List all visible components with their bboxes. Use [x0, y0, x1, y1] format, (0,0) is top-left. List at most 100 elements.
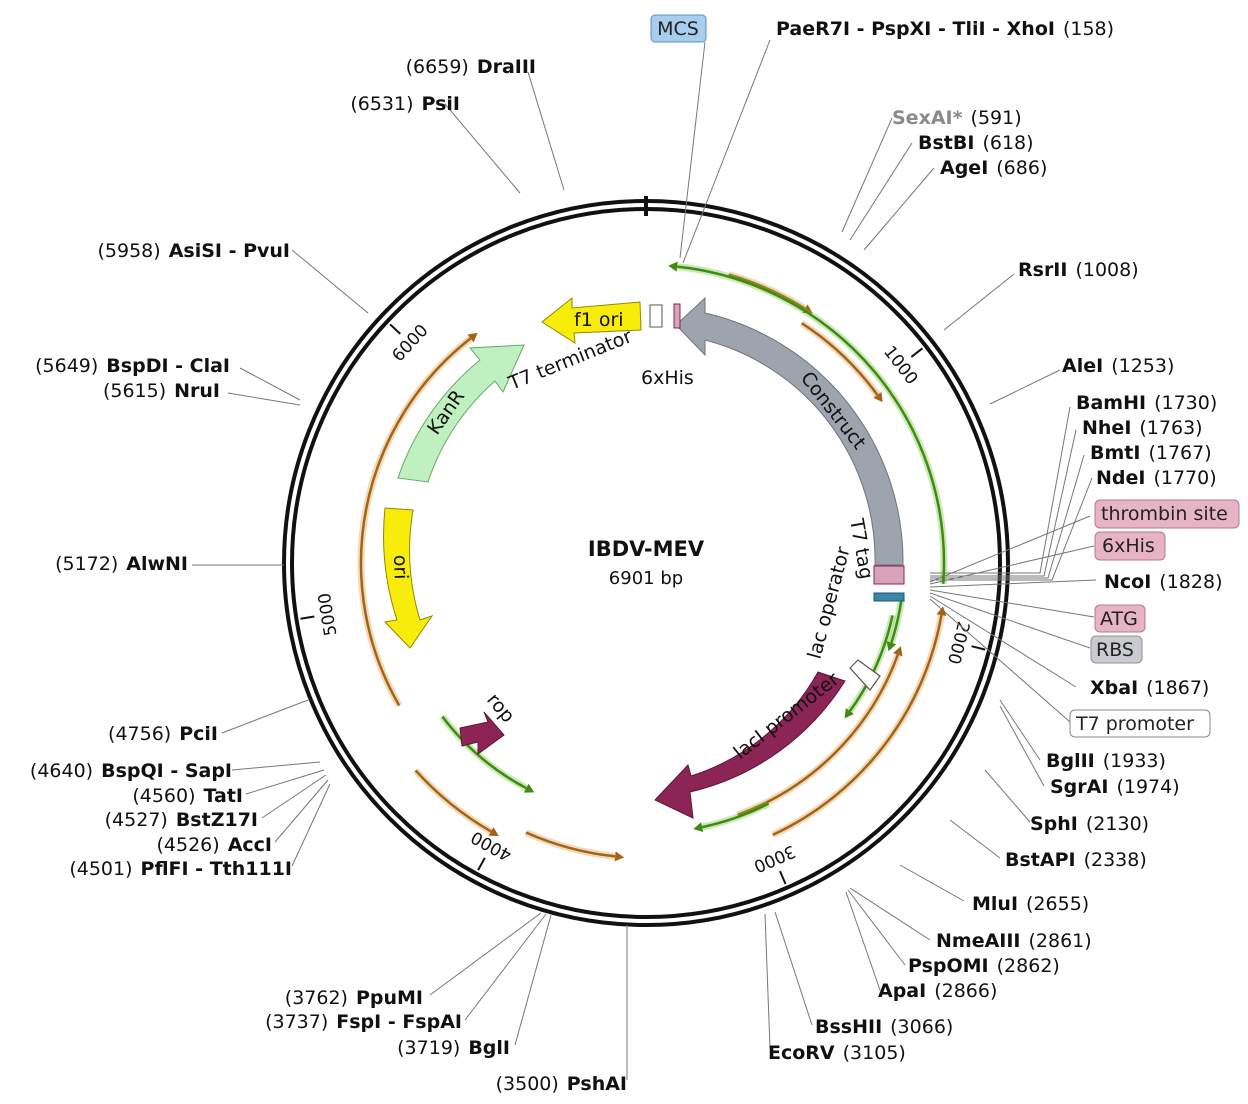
site-pcii: (4756)PciI: [108, 723, 218, 745]
thrombin-site-label: thrombin site: [1101, 503, 1228, 525]
label-laci-promoter: lacI promoter: [730, 668, 844, 764]
leader-lines: [192, 39, 1097, 1080]
orf-arc-orange-inner: [737, 654, 900, 817]
site-nmeaiii: NmeAIII(2861): [936, 930, 1092, 952]
orf-arc-green-long-head: [668, 261, 678, 272]
site-mlui: MluI(2655): [972, 893, 1089, 915]
orf-arc-top: [728, 273, 806, 310]
orf-arc-upper: [801, 322, 879, 396]
orf-arc-left-big-head: [467, 332, 478, 343]
site-pflfi: (4501)PflFI - Tth111I: [69, 858, 292, 880]
site-ncoi: NcoI(1828): [1104, 571, 1222, 593]
label-f1-ori: f1 ori: [574, 309, 624, 331]
tick-label-5000: 5000: [315, 591, 342, 637]
site-sphi: SphI(2130): [1030, 813, 1149, 835]
orf-arc-green-tiny-head: [886, 641, 897, 652]
site-ecorv: EcoRV(3105): [768, 1042, 906, 1064]
site-pspomi: PspOMI(2862): [908, 955, 1060, 977]
orf-arc-bottom-green: [701, 802, 770, 829]
orf-arc-orange-right: [772, 614, 943, 837]
site-bmti: BmtI(1767): [1090, 442, 1212, 464]
orf-arc-lower-left: [414, 769, 492, 833]
his6-box: [673, 303, 681, 329]
site-alwni: (5172)AlwNI: [55, 553, 188, 575]
site-rsrii: RsrII(1008): [1018, 259, 1139, 281]
orf-arc-green-long: [677, 265, 946, 584]
label-lac-operator: lac operator: [804, 544, 855, 661]
site-apai: ApaI(2866): [878, 980, 997, 1002]
orf-arc-left-green: [441, 715, 527, 790]
tick-4000: [477, 857, 486, 871]
tick-6000: [389, 323, 401, 335]
site-bgli: (3719)BglI: [397, 1037, 510, 1059]
orf-arc-lower-left-head: [488, 827, 499, 836]
kanr-arrow: [397, 344, 525, 483]
laci-arrow: [654, 671, 846, 819]
orf-arc-bottom-glow: [524, 829, 616, 860]
orf-arc-green-short: [848, 615, 894, 712]
site-bstapi: BstAPI(2338): [1005, 849, 1147, 871]
orf-arc-green-short-head: [844, 708, 854, 719]
site-fspi: (3737)FspI - FspAI: [265, 1011, 462, 1033]
tick-3000: [779, 870, 787, 885]
his6-site-label: 6xHis: [1102, 535, 1155, 557]
features: [383, 296, 905, 819]
orf-arc-bottom: [525, 831, 616, 858]
site-bamhi: BamHI(1730): [1076, 392, 1217, 414]
t7-terminator-box: [649, 304, 663, 328]
site-sgrai: SgrAI(1974): [1050, 776, 1180, 798]
orf-arc-left-big: [359, 337, 472, 707]
t7-promoter-box: [1069, 709, 1211, 738]
tick-label-3000: 3000: [751, 840, 799, 876]
label-his6-feature: 6xHis: [641, 367, 694, 389]
label-ori: ori: [389, 554, 412, 579]
orf-arc-lower-left-glow: [413, 768, 493, 835]
his6-site-box: [1094, 531, 1166, 561]
site-asisi: (5958)AsiSI - PvuI: [98, 240, 291, 262]
site-draiii: (6659)DraIII: [406, 56, 536, 78]
orf-arc-bottom-green-head: [693, 822, 704, 832]
site-xbai: XbaI(1867): [1090, 677, 1209, 699]
tick-2000: [971, 645, 986, 651]
tick-label-6000: 6000: [388, 321, 432, 366]
construct-arrow: [675, 296, 904, 566]
rop-arrow: [459, 711, 505, 755]
site-agei: AgeI(686): [940, 157, 1047, 179]
t7-promoter-label: T7 promoter: [1075, 713, 1194, 735]
mcs-badge: MCS: [657, 18, 699, 40]
site-acci: (4526)AccI: [157, 834, 273, 856]
lac-operator-box: [873, 592, 905, 602]
site-bstz17i: (4527)BstZ17I: [105, 809, 258, 831]
mcs-badge-box: [650, 14, 707, 43]
orf-arcs: [357, 261, 948, 862]
label-construct: Construct: [796, 368, 870, 454]
site-bstbi: BstBI(618): [918, 132, 1034, 154]
orf-arc-orange-inner-head: [893, 646, 903, 657]
orf-arc-orange-right-head: [936, 606, 947, 616]
orf-arc-upper-head: [873, 391, 883, 403]
orf-arc-left-green-head: [523, 783, 535, 793]
site-pshai: (3500)PshAI: [496, 1073, 627, 1095]
rbs-box: [1090, 635, 1143, 664]
tick-label-2000: 2000: [943, 619, 973, 666]
f1-ori-arrow: [541, 296, 642, 344]
plasmid-size: 6901 bp: [609, 568, 683, 589]
site-bspdi: (5649)BspDI - ClaI: [35, 355, 230, 377]
site-tati: (4560)TatI: [132, 785, 243, 807]
atg-label: ATG: [1100, 608, 1138, 630]
site-ppumi: (3762)PpuMI: [285, 987, 423, 1009]
site-sexai: SexAI*(591): [892, 107, 1022, 129]
site-paer7i: PaeR7I - PspXI - TliI - XhoI(158): [776, 18, 1114, 40]
site-bglii: BglII(1933): [1046, 750, 1166, 772]
site-alei: AleI(1253): [1062, 355, 1174, 377]
plasmid-name: IBDV-MEV: [588, 537, 705, 561]
site-bspqi: (4640)BspQI - SapI: [30, 760, 232, 782]
site-nrui: (5615)NruI: [103, 380, 220, 402]
site-psii: (6531)PsiI: [350, 93, 460, 115]
orf-arc-bottom-head: [614, 851, 625, 862]
ori-arrow: [383, 507, 434, 649]
site-ndei: NdeI(1770): [1096, 467, 1217, 489]
t7-tag-box: [873, 565, 905, 585]
site-nhei: NheI(1763): [1082, 417, 1203, 439]
